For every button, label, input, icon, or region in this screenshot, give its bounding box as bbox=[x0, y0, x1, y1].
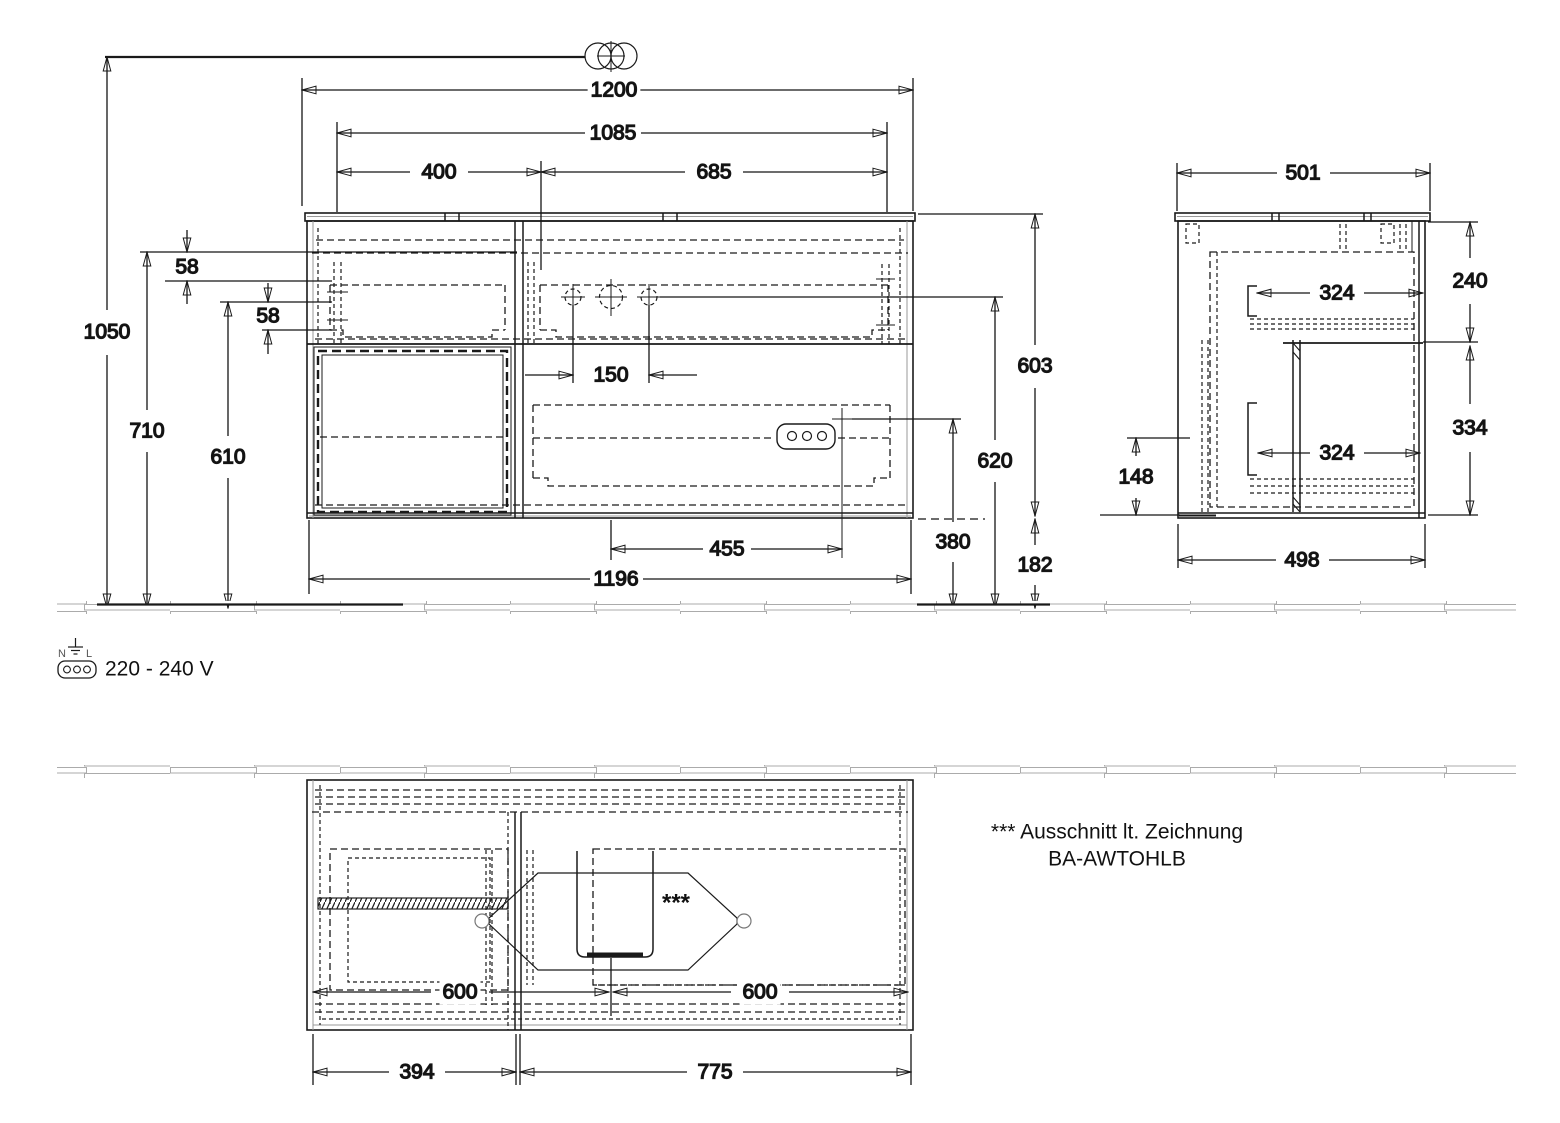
tap-hole-symbol-icon bbox=[584, 41, 638, 72]
dim-182: 182 bbox=[1017, 554, 1052, 577]
front-dimensions: 1200 1085 400 685 1050 710 610 58 bbox=[80, 57, 1056, 608]
dim-775: 775 bbox=[697, 1061, 732, 1084]
dim-394: 394 bbox=[399, 1061, 434, 1084]
cutout-stars-label: *** bbox=[662, 890, 691, 917]
dim-148: 148 bbox=[1118, 466, 1153, 489]
dim-1200: 1200 bbox=[591, 79, 638, 102]
dim-603: 603 bbox=[1017, 355, 1052, 378]
side-dimensions: 501 240 334 324 324 148 498 bbox=[1100, 160, 1491, 573]
cutout-note-line2: BA-AWTOHLB bbox=[1048, 848, 1186, 871]
side-view bbox=[1174, 212, 1431, 519]
dim-58b: 58 bbox=[256, 305, 279, 328]
plug-l-label: L bbox=[86, 648, 92, 660]
basin-cutout: *** bbox=[474, 851, 752, 971]
voltage-label: 220 - 240 V bbox=[105, 658, 214, 681]
ground-icon bbox=[68, 638, 83, 655]
dim-710: 710 bbox=[129, 420, 164, 443]
dim-600-right: 600 bbox=[742, 981, 777, 1004]
dim-1085: 1085 bbox=[590, 122, 637, 145]
side-cabinet-body bbox=[1177, 220, 1426, 519]
dim-324a: 324 bbox=[1319, 282, 1354, 305]
socket-symbol-icon bbox=[776, 408, 852, 558]
front-open-shelf bbox=[313, 346, 512, 516]
dim-324b: 324 bbox=[1319, 442, 1354, 465]
dim-58a: 58 bbox=[175, 256, 198, 279]
cutout-note: *** Ausschnitt lt. Zeichnung BA-AWTOHLB bbox=[991, 821, 1243, 871]
dim-685: 685 bbox=[696, 161, 731, 184]
cutout-note-line1: *** Ausschnitt lt. Zeichnung bbox=[991, 821, 1243, 844]
dim-400: 400 bbox=[421, 161, 456, 184]
plug-n-label: N bbox=[58, 648, 66, 660]
side-countertop bbox=[1174, 212, 1431, 222]
front-view bbox=[304, 212, 916, 558]
dim-498: 498 bbox=[1284, 549, 1319, 572]
dim-334: 334 bbox=[1452, 417, 1487, 440]
dim-150: 150 bbox=[593, 364, 628, 387]
dim-501: 501 bbox=[1285, 162, 1320, 185]
plan-dimensions: 600 600 394 775 bbox=[313, 958, 911, 1085]
side-upper-drawer bbox=[1247, 285, 1414, 330]
floor-hatch bbox=[57, 601, 1516, 614]
front-bottom-drawer bbox=[532, 404, 891, 487]
front-countertop bbox=[304, 212, 916, 222]
wall-hatch-plan bbox=[57, 765, 1516, 778]
dim-620: 620 bbox=[977, 450, 1012, 473]
side-lower-drawer bbox=[1247, 402, 1414, 494]
plan-left-drawer bbox=[317, 848, 509, 991]
dim-600-left: 600 bbox=[442, 981, 477, 1004]
front-right-drawer bbox=[527, 262, 895, 345]
dim-455: 455 bbox=[709, 538, 744, 561]
side-door-panel bbox=[1292, 340, 1301, 513]
front-left-drawer bbox=[327, 262, 506, 345]
dim-380: 380 bbox=[935, 531, 970, 554]
dim-610: 610 bbox=[210, 446, 245, 469]
dim-1196: 1196 bbox=[593, 568, 638, 591]
front-cabinet-body bbox=[306, 220, 914, 519]
dim-1050: 1050 bbox=[84, 321, 131, 344]
plug-socket-icon bbox=[57, 660, 97, 679]
dim-240: 240 bbox=[1452, 270, 1487, 293]
power-supply: N L 220 - 240 V bbox=[57, 638, 214, 681]
